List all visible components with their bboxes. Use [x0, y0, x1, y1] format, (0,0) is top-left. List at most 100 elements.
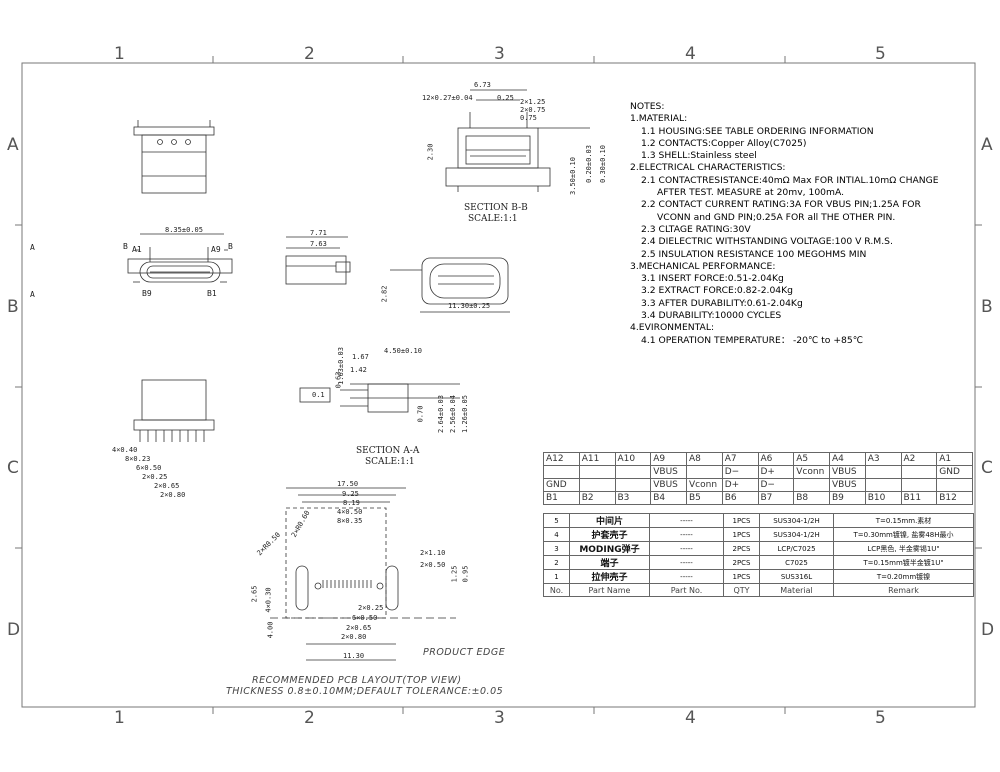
pin-cell — [864, 478, 902, 492]
pin-cell: B11 — [900, 491, 938, 505]
bom-cell-no: 5 — [543, 513, 570, 528]
product-edge-label: PRODUCT EDGE — [423, 647, 506, 658]
pin-cell: D+ — [757, 465, 795, 479]
dim-8-19: 8.19 — [343, 499, 360, 507]
note-line: 3.1 INSERT FORCE:0.51-2.04Kg — [641, 273, 784, 285]
pin-cell: GND — [936, 465, 973, 479]
bom-cell-remark: T=0.15mm.素材 — [833, 513, 974, 528]
dim-2-65: 2.65 — [250, 585, 259, 603]
section-bb-scale: SCALE:1:1 — [468, 214, 518, 224]
pin-cell — [686, 465, 723, 479]
pin-cell: A9 — [650, 452, 687, 466]
bom-header-material: Material — [759, 583, 834, 597]
bom-cell-name: 中间片 — [569, 513, 650, 528]
dim-3-50: 3.50±0.10 — [568, 157, 577, 195]
bom-cell-material: SUS304-1/2H — [759, 513, 834, 528]
note-line: 1.1 HOUSING:SEE TABLE ORDERING INFORMATI… — [641, 125, 874, 137]
bom-cell-material: C7025 — [759, 555, 834, 570]
note-line: 2.ELECTRICAL CHARACTERISTICS: — [630, 162, 786, 174]
note-line: 1.MATERIAL: — [630, 113, 688, 125]
section-aa-scale: SCALE:1:1 — [365, 457, 415, 467]
pin-cell: Vconn — [793, 465, 830, 479]
bom-cell-part-no: ----- — [649, 555, 724, 570]
dim-2-30: 2.30 — [426, 143, 435, 161]
dim-8x0-23: 8×0.23 — [125, 455, 151, 463]
pin-label-a1: A1 — [132, 245, 142, 254]
bom-cell-qty: 1PCS — [723, 569, 760, 584]
pin-cell: B1 — [543, 491, 580, 505]
bom-cell-no: 1 — [543, 569, 570, 584]
zone-row-a-right: A — [981, 135, 993, 155]
pin-cell: B6 — [721, 491, 759, 505]
dim-8x0-35: 8×0.35 — [337, 517, 363, 525]
note-line: 1.2 CONTACTS:Copper Alloy(C7025) — [641, 137, 807, 149]
pin-cell: A5 — [793, 452, 830, 466]
bom-cell-part-no: ----- — [649, 569, 724, 584]
bom-cell-part-no: ----- — [649, 513, 724, 528]
pin-cell: Vconn — [686, 478, 723, 492]
note-line: 2.4 DIELECTRIC WITHSTANDING VOLTAGE:100 … — [641, 236, 893, 248]
dim-2x0-65: 2×0.65 — [154, 482, 180, 490]
pin-label-b1: B1 — [207, 289, 217, 298]
bom-cell-part-no: ----- — [649, 541, 724, 556]
pin-cell: A2 — [900, 452, 938, 466]
zone-col-2-bottom: 2 — [304, 708, 315, 728]
bom-cell-remark: T=0.20mm镀镍 — [833, 569, 974, 584]
pin-cell: D− — [721, 465, 759, 479]
zone-row-b-right: B — [981, 297, 993, 317]
pin-cell: B2 — [578, 491, 616, 505]
section-bb-view — [445, 89, 590, 192]
dim-2x0-65-b: 2×0.65 — [346, 624, 372, 632]
zone-col-2-top: 2 — [304, 44, 315, 64]
dim-0-30: 0.30±0.10 — [598, 145, 607, 183]
dim-9-25: 9.25 — [342, 490, 359, 498]
dim-6x0-50-b: 6×0.50 — [352, 614, 378, 622]
pin-cell — [614, 465, 652, 479]
bom-cell-part-no: ----- — [649, 527, 724, 542]
pin-cell: B5 — [686, 491, 723, 505]
pin-cell: A1 — [936, 452, 973, 466]
pin-cell: B12 — [936, 491, 973, 505]
note-line: AFTER TEST. MEASURE at 20mv, 100mA. — [657, 187, 845, 199]
section-aa-title: SECTION A-A — [356, 446, 420, 456]
cut-label-b-right: B — [228, 242, 233, 251]
pin-cell: A12 — [543, 452, 580, 466]
pin-cell: VBUS — [650, 465, 687, 479]
dim-0-25: 0.25 — [497, 94, 514, 102]
note-line: 4.EVIRONMENTAL: — [630, 322, 715, 334]
note-line: 3.4 DURABILITY:10000 CYCLES — [641, 310, 782, 322]
pin-cell — [793, 478, 830, 492]
dim-2x0-50: 2×0.50 — [420, 561, 446, 569]
dim-2-56: 2.56±0.04 — [448, 395, 457, 433]
zone-col-5-bottom: 5 — [875, 708, 886, 728]
bom-cell-material: LCP/C7025 — [759, 541, 834, 556]
pin-cell: A6 — [757, 452, 795, 466]
zone-row-d-right: D — [981, 620, 995, 640]
pin-cell: D+ — [721, 478, 759, 492]
pin-cell: GND — [543, 478, 580, 492]
pin-cell: B4 — [650, 491, 687, 505]
bom-cell-qty: 2PCS — [723, 555, 760, 570]
bom-cell-name: 端子 — [569, 555, 650, 570]
cut-mark-a-lower: A — [30, 290, 35, 299]
dim-2-82: 2.82 — [380, 285, 389, 303]
side-view — [285, 236, 351, 285]
bom-cell-no: 4 — [543, 527, 570, 542]
bom-header-qty: QTY — [723, 583, 760, 597]
bom-cell-remark: T=0.15mm镀半金镀1U" — [833, 555, 974, 570]
dim-6-73: 6.73 — [474, 81, 491, 89]
zone-row-c-right: C — [981, 458, 993, 478]
dim-2x0-80-b: 2×0.80 — [341, 633, 367, 641]
zone-col-3-top: 3 — [494, 44, 505, 64]
pcb-layout-view — [270, 487, 456, 661]
zone-col-5-top: 5 — [875, 44, 886, 64]
pin-cell — [614, 478, 652, 492]
receptacle-face-view — [390, 257, 510, 313]
